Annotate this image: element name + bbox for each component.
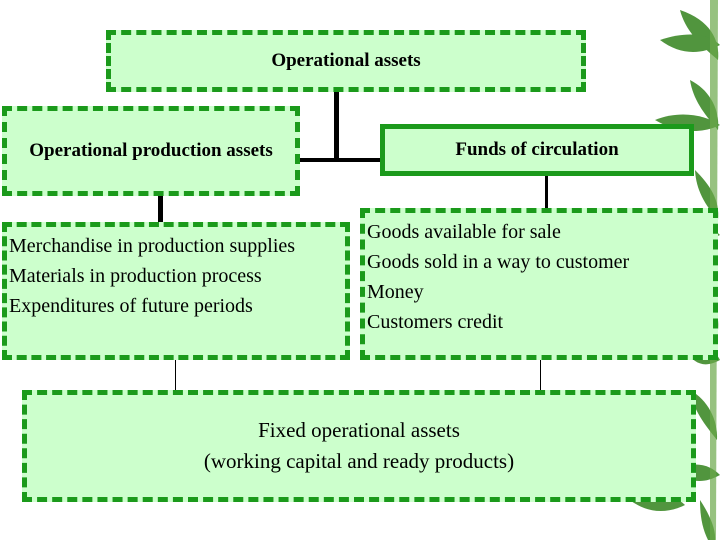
funds-of-circulation-box: Funds of circulation — [380, 124, 694, 176]
connector-root-down — [334, 92, 339, 162]
funds-of-circulation-label: Funds of circulation — [455, 139, 619, 160]
operational-production-assets-box: Operational production assets — [2, 106, 300, 196]
connector-horizontal — [300, 158, 386, 162]
operational-production-assets-label: Operational production assets — [29, 140, 273, 161]
connector-left-down — [158, 196, 163, 222]
operational-assets-label: Operational assets — [271, 50, 421, 71]
list-item: Goods sold in a way to customer — [367, 251, 630, 273]
list-item: Merchandise in production supplies — [9, 235, 296, 257]
fixed-operational-assets-title: Fixed operational assets — [258, 418, 460, 442]
connector-right-bottom — [540, 360, 541, 390]
fixed-operational-assets-box: Fixed operational assets (working capita… — [22, 390, 696, 502]
list-item: Customers credit — [367, 311, 504, 333]
fixed-operational-assets-subtitle: (working capital and ready products) — [203, 449, 515, 473]
circulation-funds-list-box: Goods available for sale Goods sold in a… — [360, 208, 718, 360]
list-item: Goods available for sale — [367, 221, 561, 243]
list-item: Money — [367, 281, 424, 303]
list-item: Materials in production process — [9, 265, 262, 287]
operational-assets-box: Operational assets — [106, 30, 586, 92]
list-item: Expenditures of future periods — [9, 295, 253, 317]
connector-left-bottom — [175, 360, 176, 390]
production-assets-list-box: Merchandise in production supplies Mater… — [2, 222, 350, 360]
connector-right-down — [545, 174, 548, 210]
